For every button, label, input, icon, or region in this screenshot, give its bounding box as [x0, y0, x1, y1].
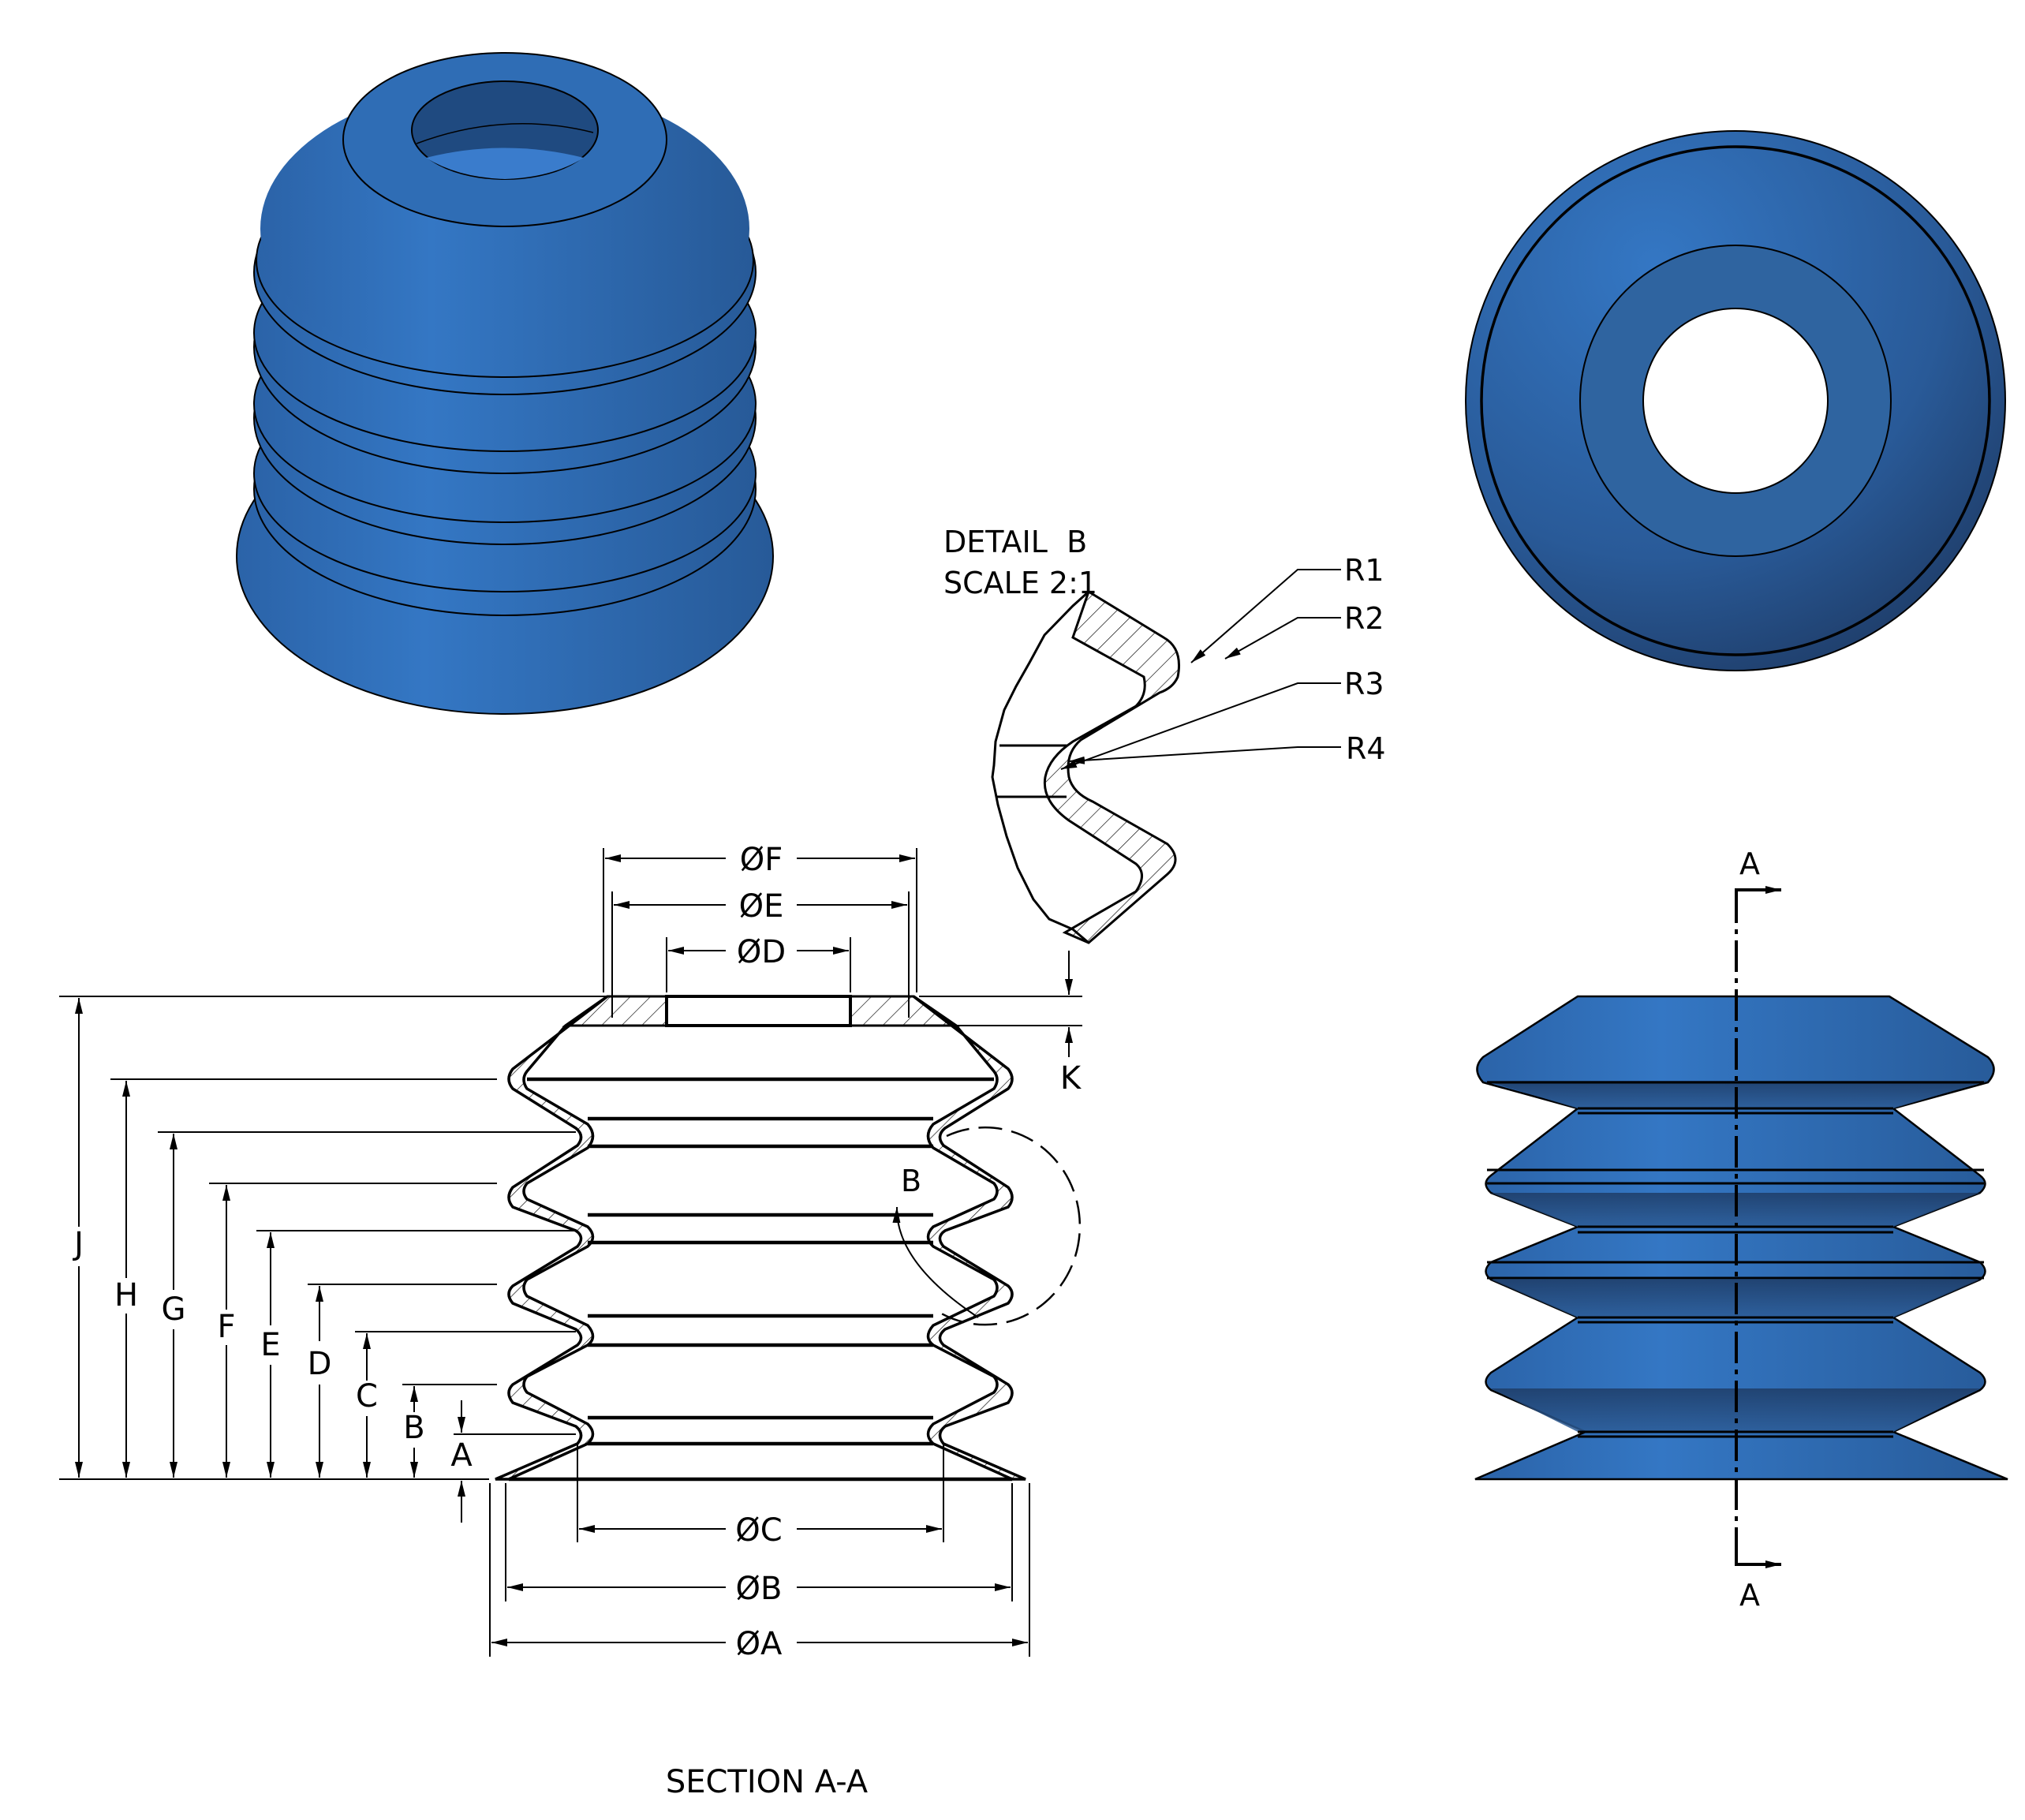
detail-leaders [1060, 569, 1341, 770]
dim-label-b: B [403, 1410, 424, 1446]
top-flange-edge [1480, 145, 1991, 656]
section-title: SECTION A-A [666, 1764, 869, 1800]
isometric-view [236, 52, 774, 715]
top-hole [1642, 308, 1829, 494]
dim-label-dia-c: ØC [735, 1512, 782, 1549]
dim-label-dia-a: ØA [736, 1626, 783, 1662]
dim-label-j: J [72, 1226, 84, 1262]
section-arrow-bottom [1735, 1538, 1781, 1568]
dim-label-c: C [356, 1378, 378, 1415]
section-right-wall [912, 995, 1026, 1481]
dim-label-dia-f: ØF [740, 842, 783, 878]
radius-label-r3: R3 [1344, 667, 1384, 701]
detail-b-view: DETAIL B SCALE 2:1 R1 R2 R3 R4 [943, 525, 1386, 944]
dim-label-dia-e: ØE [739, 888, 784, 925]
height-dimension-arrows [75, 998, 465, 1523]
top-diameter-dims [603, 848, 917, 1018]
dim-label-k: K [1060, 1060, 1082, 1097]
section-top-cap-right [849, 995, 960, 1027]
detail-wall [1043, 589, 1180, 944]
height-extension-lines [59, 996, 607, 1480]
section-a-a-view: B ØF ØE ØD K [59, 842, 1082, 1800]
dim-label-dia-b: ØB [736, 1571, 783, 1607]
dim-label-e: E [260, 1327, 280, 1363]
radius-label-r2: R2 [1344, 601, 1384, 636]
dim-label-a: A [450, 1437, 473, 1474]
front-view: A A [1474, 846, 2008, 1613]
dim-label-h: H [114, 1277, 138, 1314]
section-left-wall [495, 995, 609, 1481]
section-arrow-top [1735, 886, 1781, 915]
iso-hole-inner-ring [416, 123, 594, 144]
radius-label-r1: R1 [1344, 553, 1384, 588]
section-top-cap-left [562, 995, 668, 1027]
detail-title: DETAIL B [943, 525, 1087, 559]
front-body [1474, 995, 2008, 1481]
dim-label-f: F [217, 1309, 235, 1345]
section-marker-top: A [1739, 846, 1760, 881]
dim-label-dia-d: ØD [737, 934, 786, 970]
section-inner-lines [509, 1077, 1012, 1482]
k-dimension [919, 951, 1082, 1057]
detail-break-line [991, 590, 1090, 944]
detail-scale: SCALE 2:1 [943, 566, 1097, 600]
top-view [1465, 130, 2006, 671]
detail-b-callout-circle [934, 1126, 1082, 1326]
dim-label-d: D [308, 1346, 332, 1382]
detail-b-callout-arrow [892, 1206, 979, 1318]
detail-b-callout-label: B [901, 1164, 921, 1198]
section-marker-bottom: A [1739, 1578, 1760, 1613]
section-top-hole [665, 995, 852, 1027]
bottom-diameter-dims [489, 1444, 1030, 1657]
radius-label-r4: R4 [1346, 731, 1386, 766]
dim-label-g: G [162, 1291, 186, 1328]
